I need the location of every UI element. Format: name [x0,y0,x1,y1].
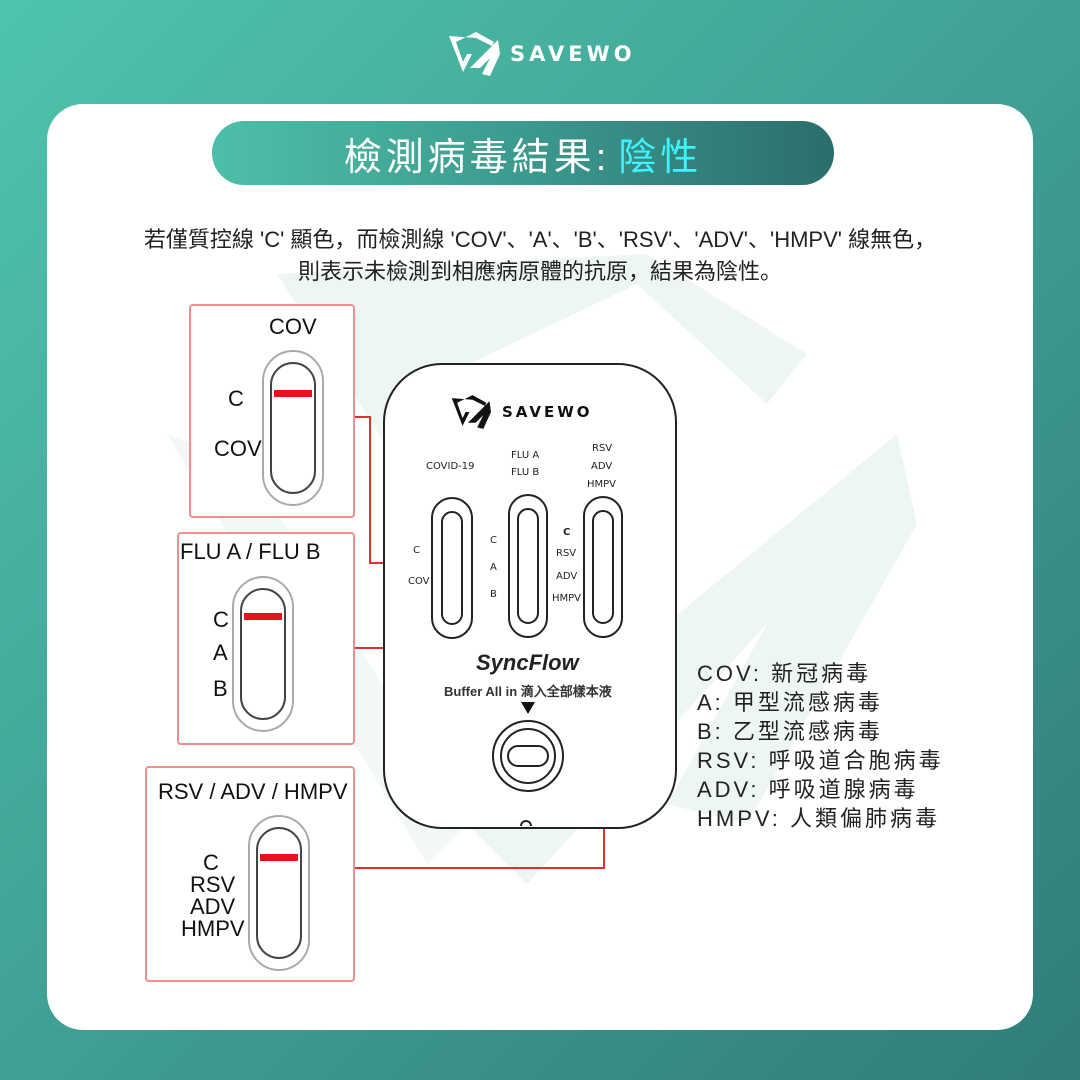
device-window-rsv [583,496,623,638]
panel-flu-title: FLU A / FLU B [180,539,321,564]
test-device [383,363,677,829]
device-covid-title: COVID-19 [426,461,475,472]
legend-item-adv: ADV: 呼吸道腺病毒 [697,777,919,802]
panel-rsv-control-line [260,854,298,861]
title-prefix: 檢測病毒結果: [343,136,611,179]
device-window-covid [431,497,473,639]
drop-arrow-icon [521,702,535,714]
panel-rsv-strip [248,815,310,971]
panel-cov-t-label: COV [214,436,262,461]
panel-rsv-rsv-label: RSV [190,872,236,897]
device-savewo-logo-icon [451,395,491,429]
device-flu-title-2: FLU B [511,467,540,478]
brand-wordmark: SAVEWO [510,42,636,66]
panel-flu-b-label: B [213,676,228,701]
panel-cov-control-line [274,390,312,397]
device-product-name: SyncFlow [476,650,579,675]
device-rsv-title-2: ADV [591,461,613,472]
device-rsv-hmpv: HMPV [552,593,582,604]
device-flu-a: A [490,562,497,573]
device-wordmark: SAVEWO [502,403,593,421]
legend-item-b: B: 乙型流感病毒 [697,719,883,744]
device-rsv-c: C [563,527,571,538]
device-rsv-title-3: HMPV [587,479,617,490]
result-value: 陰性 [618,136,703,179]
legend-item-rsv: RSV: 呼吸道合胞病毒 [697,748,944,773]
device-window-flu [508,494,548,638]
device-flu-c: C [490,535,497,546]
description-line-1: 若僅質控線 'C' 顯色，而檢測線 'COV'、'A'、'B'、'RSV'、'A… [143,227,937,252]
description-line-2: 則表示未檢測到相應病原體的抗原，結果為陰性。 [297,259,782,284]
device-logo: SAVEWO [446,392,593,432]
panel-cov-c-label: C [228,386,244,411]
panel-rsv-adv-label: ADV [190,894,236,919]
result-title: 檢測病毒結果: 陰性 [212,121,834,185]
panel-flu-c-label: C [213,607,229,632]
panel-flu-strip [232,576,294,732]
legend-item-a: A: 甲型流感病毒 [697,690,883,715]
panel-flu-a-label: A [213,640,228,665]
legend-item-hmpv: HMPV: 人類偏肺病毒 [697,806,940,831]
panel-flu-control-line [244,613,282,620]
panel-rsv-c-label: C [203,850,219,875]
device-covid-t: COV [408,576,430,587]
panel-rsv-hmpv-label: HMPV [181,916,245,941]
device-instruction: Buffer All in 滴入全部樣本液 [444,684,612,699]
panel-rsv-title: RSV / ADV / HMPV [158,779,348,804]
savewo-logo-icon [449,32,500,76]
device-covid-c: C [413,545,420,556]
panel-cov-title: COV [269,314,317,339]
device-rsv-rsv: RSV [556,548,577,559]
device-rsv-title-1: RSV [592,443,613,454]
brand-header: SAVEWO [446,26,636,82]
panel-cov-strip [262,350,324,506]
device-flu-title-1: FLU A [511,450,540,461]
legend-item-cov: COV: 新冠病毒 [697,661,872,686]
device-flu-b: B [490,589,497,600]
device-rsv-adv: ADV [556,571,578,582]
sample-well-icon [492,720,564,792]
